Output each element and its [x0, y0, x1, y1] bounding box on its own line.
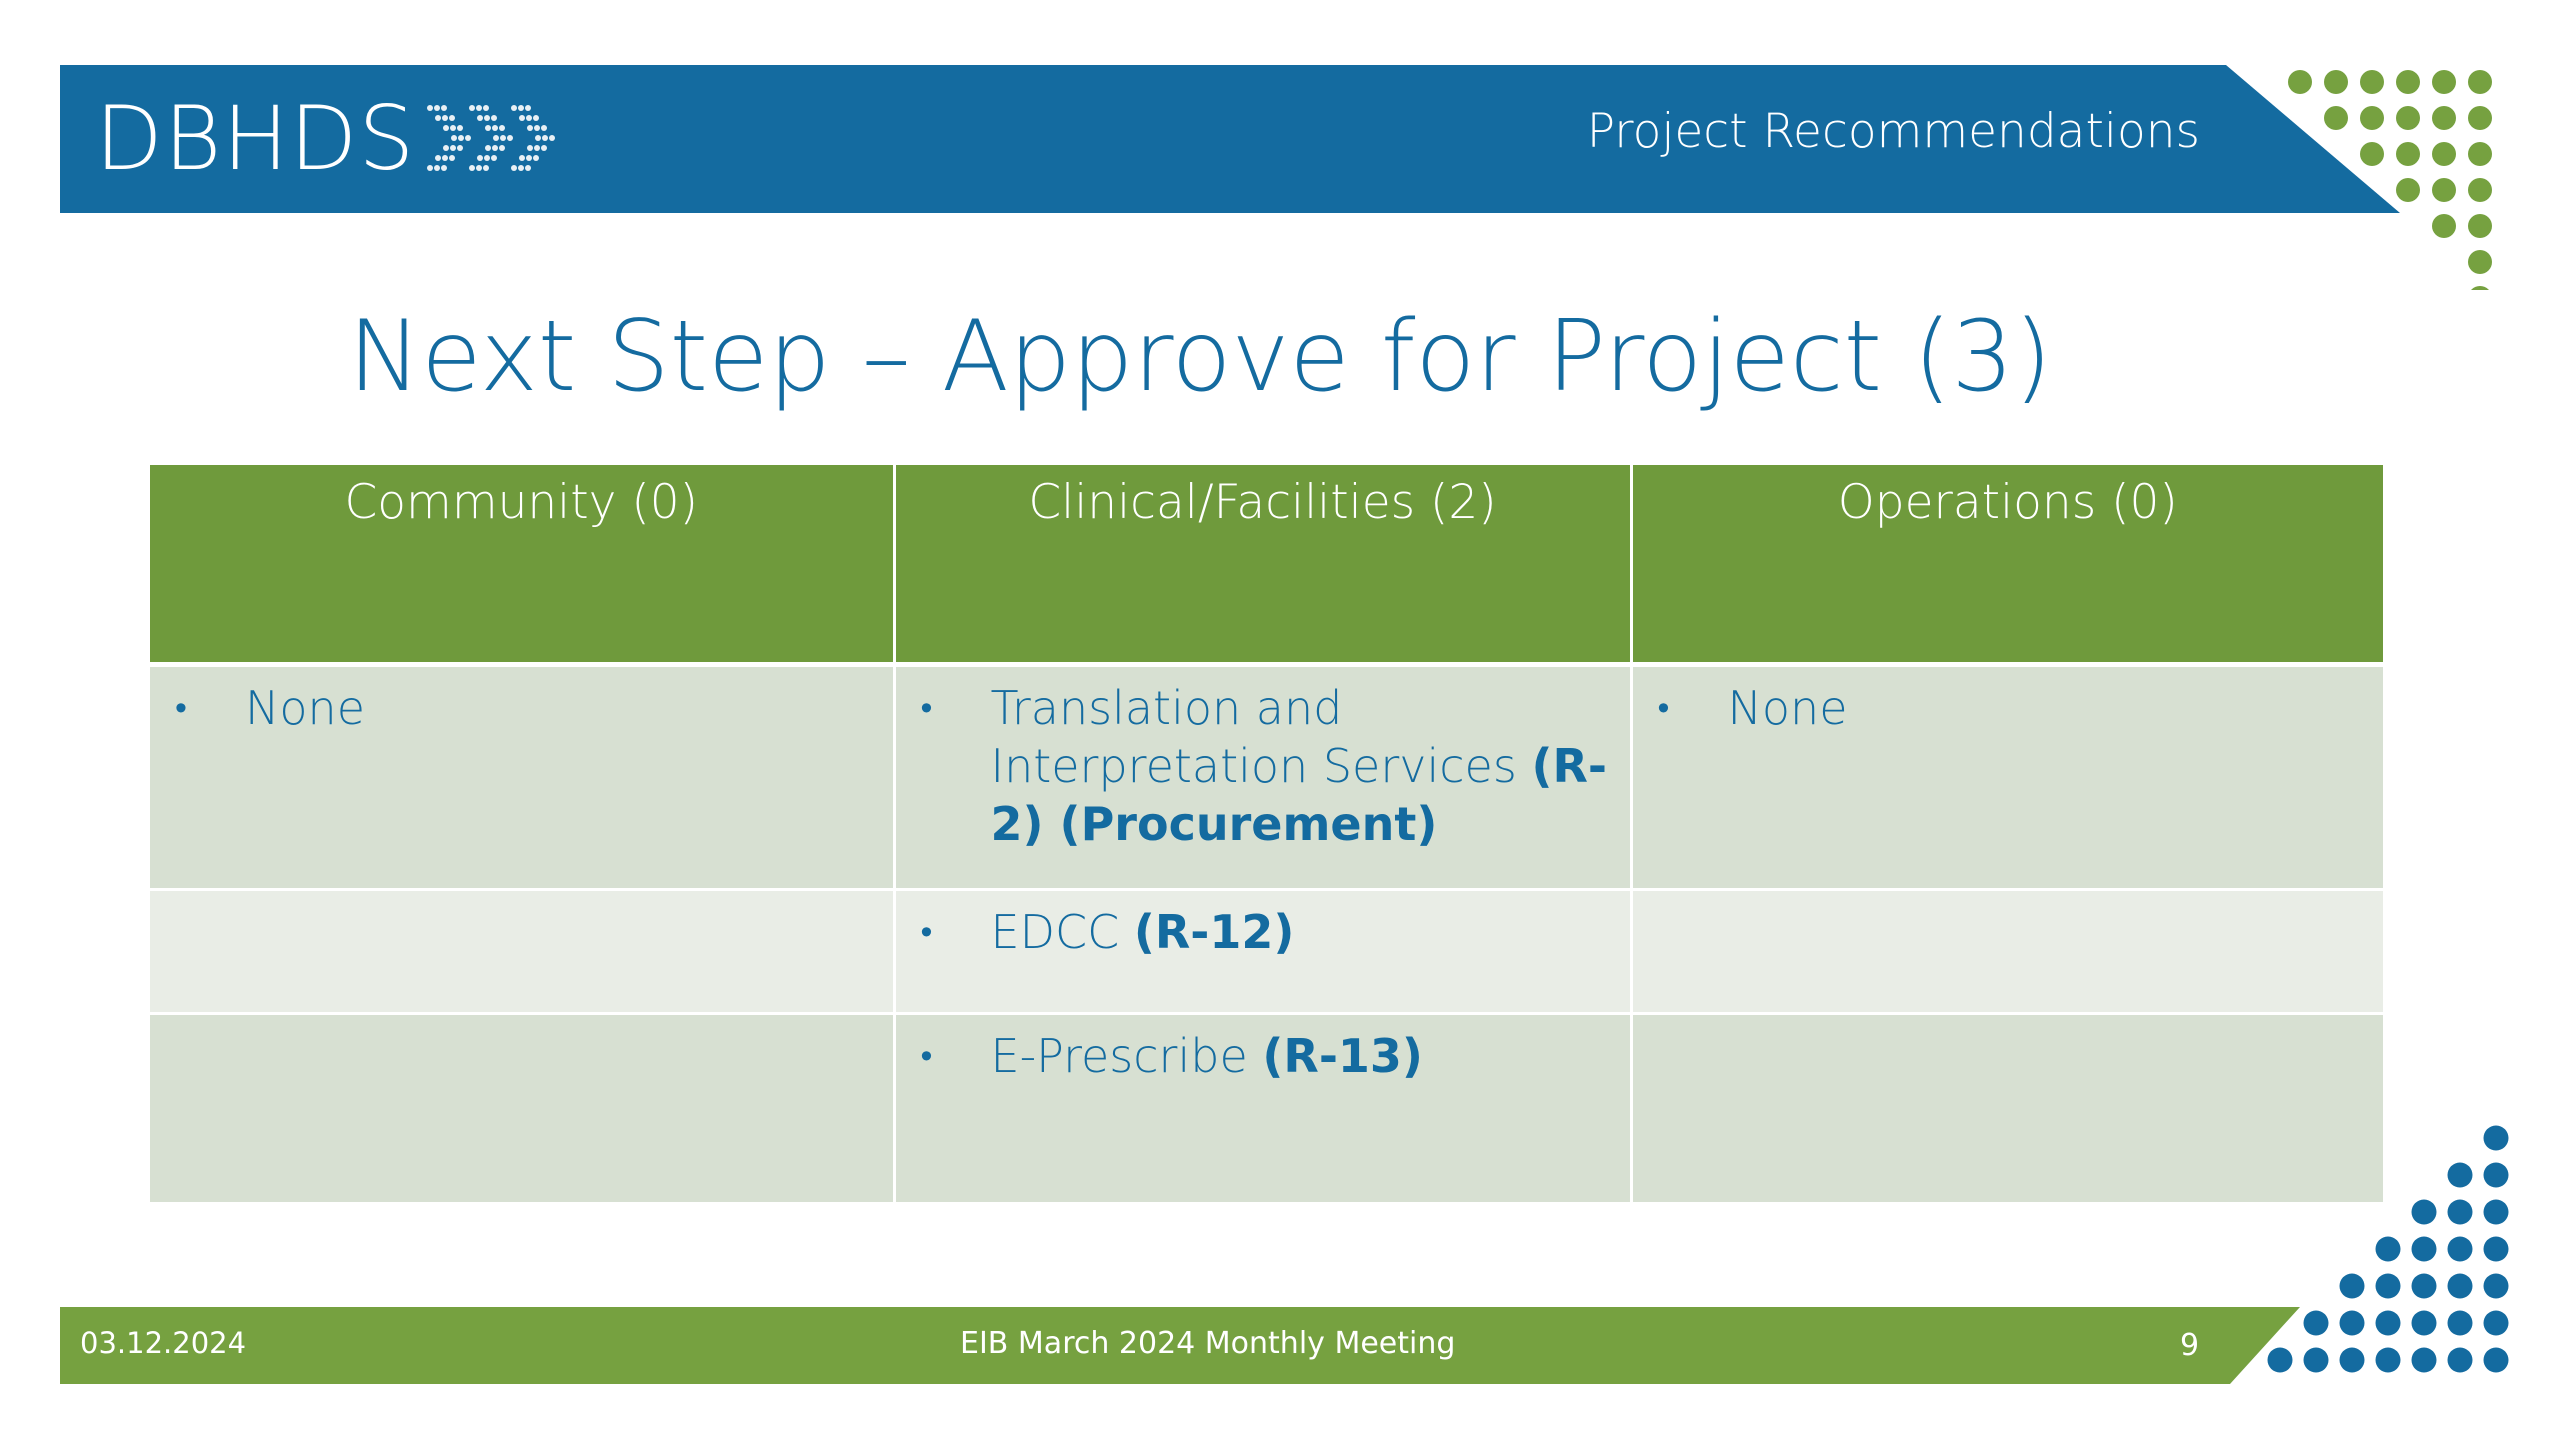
bullet-icon: •	[920, 912, 933, 952]
column-header-operations: Operations (0)	[1631, 465, 2383, 667]
bullet-icon: •	[175, 688, 187, 728]
header-band	[60, 65, 2400, 213]
item-text: None	[1727, 681, 1848, 735]
bullet-icon: •	[920, 688, 933, 728]
column-header-clinical: Clinical/Facilities (2)	[894, 465, 1633, 667]
bullet-icon: •	[920, 1036, 933, 1076]
item-text: None	[245, 681, 366, 735]
list-item: • EDCC (R-12)	[916, 903, 1620, 961]
list-item: • None	[170, 679, 883, 737]
table-row: • EDCC (R-12)	[150, 889, 2383, 1015]
table-row: • E-Prescribe (R-13)	[150, 1013, 2383, 1205]
cell-community	[150, 1013, 896, 1205]
bullet-icon: •	[1657, 688, 1670, 728]
list-item: • E-Prescribe (R-13)	[916, 1027, 1620, 1085]
recommendation-code: (R-13)	[1262, 1029, 1423, 1083]
list-item: • None	[1653, 679, 2374, 737]
footer-date: 03.12.2024	[80, 1326, 247, 1360]
dbhds-logo: DBHDS	[95, 86, 575, 190]
footer-band	[60, 1307, 2300, 1384]
cell-clinical: • Translation and Interpretation Service…	[894, 664, 1633, 891]
section-title: Project Recommendations	[1586, 104, 2200, 159]
cell-operations	[1631, 1013, 2383, 1205]
cell-operations: • None	[1631, 664, 2383, 891]
column-header-community: Community (0)	[150, 465, 896, 667]
cell-clinical: • EDCC (R-12)	[894, 889, 1633, 1015]
list-item: • Translation and Interpretation Service…	[916, 679, 1620, 853]
cell-clinical: • E-Prescribe (R-13)	[894, 1013, 1633, 1205]
chevron-arrows-icon	[427, 105, 556, 171]
item-name: E-Prescribe	[990, 1029, 1248, 1083]
table-header-row: Community (0) Clinical/Facilities (2) Op…	[150, 465, 2383, 667]
item-text: EDCC (R-12)	[991, 903, 1620, 961]
cell-community: • None	[150, 664, 896, 891]
item-name: Translation and Interpretation Services	[990, 681, 1517, 793]
green-dot-pattern	[2288, 70, 2492, 290]
recommendation-code: (R-2) (Procurement)	[990, 739, 1607, 851]
item-name: EDCC	[990, 905, 1120, 959]
item-text: E-Prescribe (R-13)	[991, 1027, 1620, 1085]
logo-text: DBHDS	[95, 86, 416, 190]
slide-title: Next Step – Approve for Project (3)	[347, 300, 2053, 414]
cell-operations	[1631, 889, 2383, 1015]
page-number: 9	[2180, 1328, 2200, 1363]
recommendation-table: Community (0) Clinical/Facilities (2) Op…	[150, 465, 2383, 1205]
cell-community	[150, 889, 896, 1015]
item-text: Translation and Interpretation Services …	[991, 679, 1620, 853]
footer-meeting-name: EIB March 2024 Monthly Meeting	[960, 1326, 1456, 1361]
recommendation-code: (R-12)	[1133, 905, 1295, 959]
table-row: • None • Translation and Interpretation …	[150, 664, 2383, 891]
blue-dot-pattern	[2267, 1125, 2509, 1373]
